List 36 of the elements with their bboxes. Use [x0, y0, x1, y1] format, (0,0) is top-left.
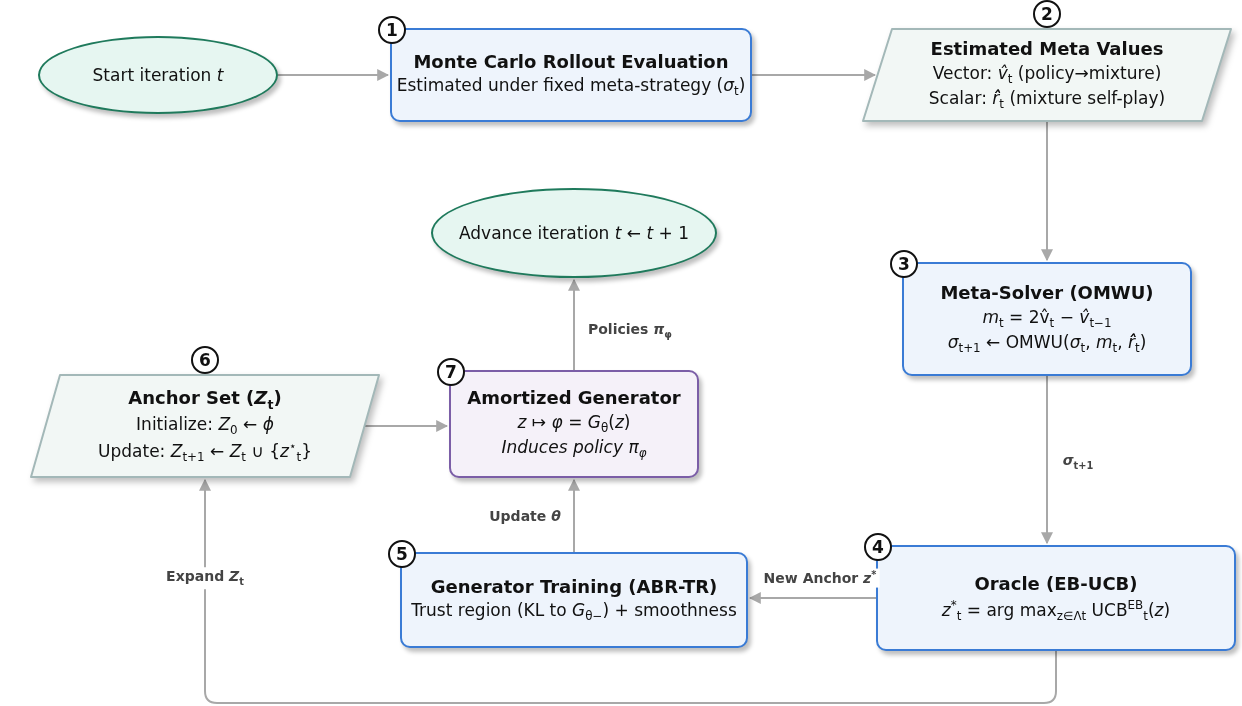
arrow	[199, 478, 1057, 704]
node-title: Amortized Generator	[467, 386, 681, 411]
node-text: m$_{t}$ = 2v̂$_{t}$ − v̂$_{t−1}$	[982, 305, 1112, 332]
node-text: z$^{*}$$_{t}$ = arg max$_{z∈Λt}$ UCB$^{EB}$$_{t}$(z)	[941, 596, 1171, 624]
node-text: z ↦ φ = G$_{θ}$(z)	[517, 410, 631, 437]
node-text: Estimated under fixed meta-strategy (σ$_{t}$)	[396, 74, 746, 100]
step-number: 6	[191, 346, 219, 374]
node-title: Estimated Meta Values	[930, 37, 1164, 62]
node-text: Update: Z$_{t+1}$ ← Z$_{t}$ ∪ {z$^{⋆}$$_{t}$}	[98, 438, 312, 466]
arrow	[568, 278, 580, 371]
node-text: Vector: v̂$_{t}$ (policy→mixture)	[932, 61, 1162, 88]
arrow	[364, 420, 449, 432]
node-text: Initialize: Z$_{0}$ ← ϕ	[136, 413, 274, 439]
step-number: 1	[378, 16, 406, 44]
arrow	[748, 592, 877, 604]
node-text: Trust region (KL to G$_{θ−}$) + smoothness	[411, 599, 737, 625]
node-title: Monte Carlo Rollout Evaluation	[413, 50, 729, 75]
node-text: Scalar: r̂̂$_{t}$ (mixture self-play)	[928, 87, 1166, 113]
node-text: Advance iteration t ← t + 1	[458, 221, 690, 245]
arrow	[1041, 375, 1053, 545]
node-title: Generator Training (ABR-TR)	[430, 575, 718, 600]
arrow	[1041, 121, 1053, 262]
node-text: σ$_{t+1}$ ← OMWU(σ$_{t}$, m$_{t}$, r̂̂$_{t}$)	[947, 331, 1147, 357]
arrow	[751, 69, 877, 81]
step-number: 7	[437, 358, 465, 386]
arrow	[277, 69, 390, 81]
node-title: Anchor Set (Z$_{t}$)	[128, 386, 282, 413]
node-text: Start iteration t	[92, 63, 224, 87]
node-title: Meta-Solver (OMWU)	[940, 281, 1154, 306]
step-number: 4	[864, 533, 892, 561]
arrow	[568, 478, 580, 553]
node-title: Oracle (EB-UCB)	[974, 572, 1138, 597]
step-number: 3	[890, 250, 918, 278]
node-text: Induces policy π$_{φ}$	[501, 436, 647, 462]
step-number: 2	[1033, 0, 1061, 28]
step-number: 5	[388, 540, 416, 568]
